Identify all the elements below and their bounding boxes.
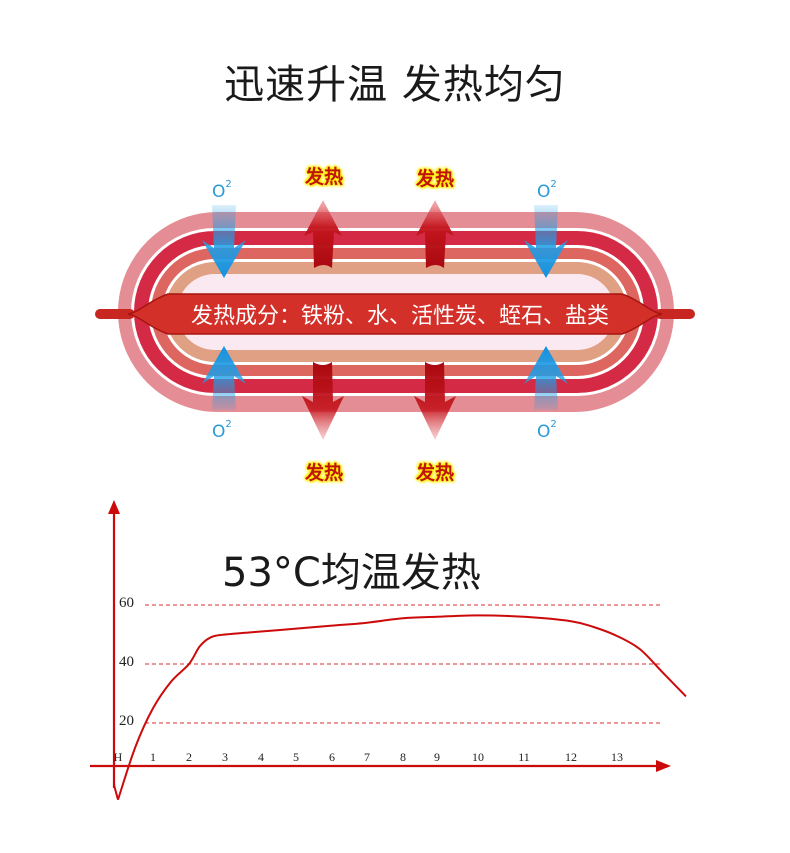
x-tick-label: 5 (293, 750, 299, 764)
x-tick-label: 13 (611, 750, 623, 764)
heater-diagram (95, 200, 695, 440)
oxygen-label-bottom-left: O2 (212, 419, 232, 442)
temperature-curve (117, 614, 687, 801)
x-tick-label: 7 (364, 750, 370, 764)
chart-gridlines (145, 604, 662, 724)
oxygen-arrows (202, 205, 568, 410)
ingredients-label: 发热成分：铁粉、水、活性炭、蛭石、盐类 (190, 304, 609, 329)
x-tick-label: 11 (518, 750, 530, 764)
x-tick-label: 10 (472, 750, 484, 764)
oxygen-arrow-top-right (524, 205, 568, 278)
y-tick-label: 40 (119, 654, 134, 670)
y-axis-arrowhead (108, 500, 120, 514)
oxygen-label-bottom-right: O2 (537, 419, 557, 442)
heat-arrow-up-left (304, 200, 342, 268)
x-tick-label: H (113, 750, 123, 764)
oxygen-arrow-top-left (202, 205, 246, 278)
x-tick-label: 3 (222, 750, 228, 764)
y-tick-label: 60 (119, 595, 134, 611)
x-tick-label: 2 (186, 750, 192, 764)
heat-arrow-down-right (414, 362, 456, 440)
x-axis-arrowhead (656, 760, 671, 772)
x-tick-label: 12 (565, 750, 577, 764)
x-tick-label: 4 (258, 750, 264, 764)
oxygen-label-top-right: O2 (537, 179, 557, 202)
chart-title: 53°C均温发热 (222, 550, 481, 596)
heat-arrows (302, 200, 456, 440)
x-tick-label: 8 (400, 750, 406, 764)
x-tick-label: 1 (150, 750, 156, 764)
x-tick-label: 6 (329, 750, 335, 764)
oxygen-arrow-bottom-right (524, 346, 568, 410)
heat-label-bottom-right: 发热 (416, 462, 455, 484)
heat-label-top-right: 发热 (416, 168, 455, 190)
heat-label-top-left: 发热 (305, 166, 344, 188)
chart-axes (90, 500, 671, 788)
oxygen-label-top-left: O2 (212, 179, 232, 202)
heat-label-bottom-left: 发热 (305, 462, 344, 484)
curve-start-segment (113, 784, 119, 800)
heat-arrow-up-right (416, 200, 454, 268)
core-bar (95, 293, 695, 335)
page-title: 迅速升温 发热均匀 (224, 62, 566, 108)
y-tick-label: 20 (119, 713, 134, 729)
oxygen-arrow-bottom-left (202, 346, 246, 410)
x-tick-label: 9 (434, 750, 440, 764)
heat-arrow-down-left (302, 362, 344, 440)
capsule-bands (118, 212, 674, 412)
